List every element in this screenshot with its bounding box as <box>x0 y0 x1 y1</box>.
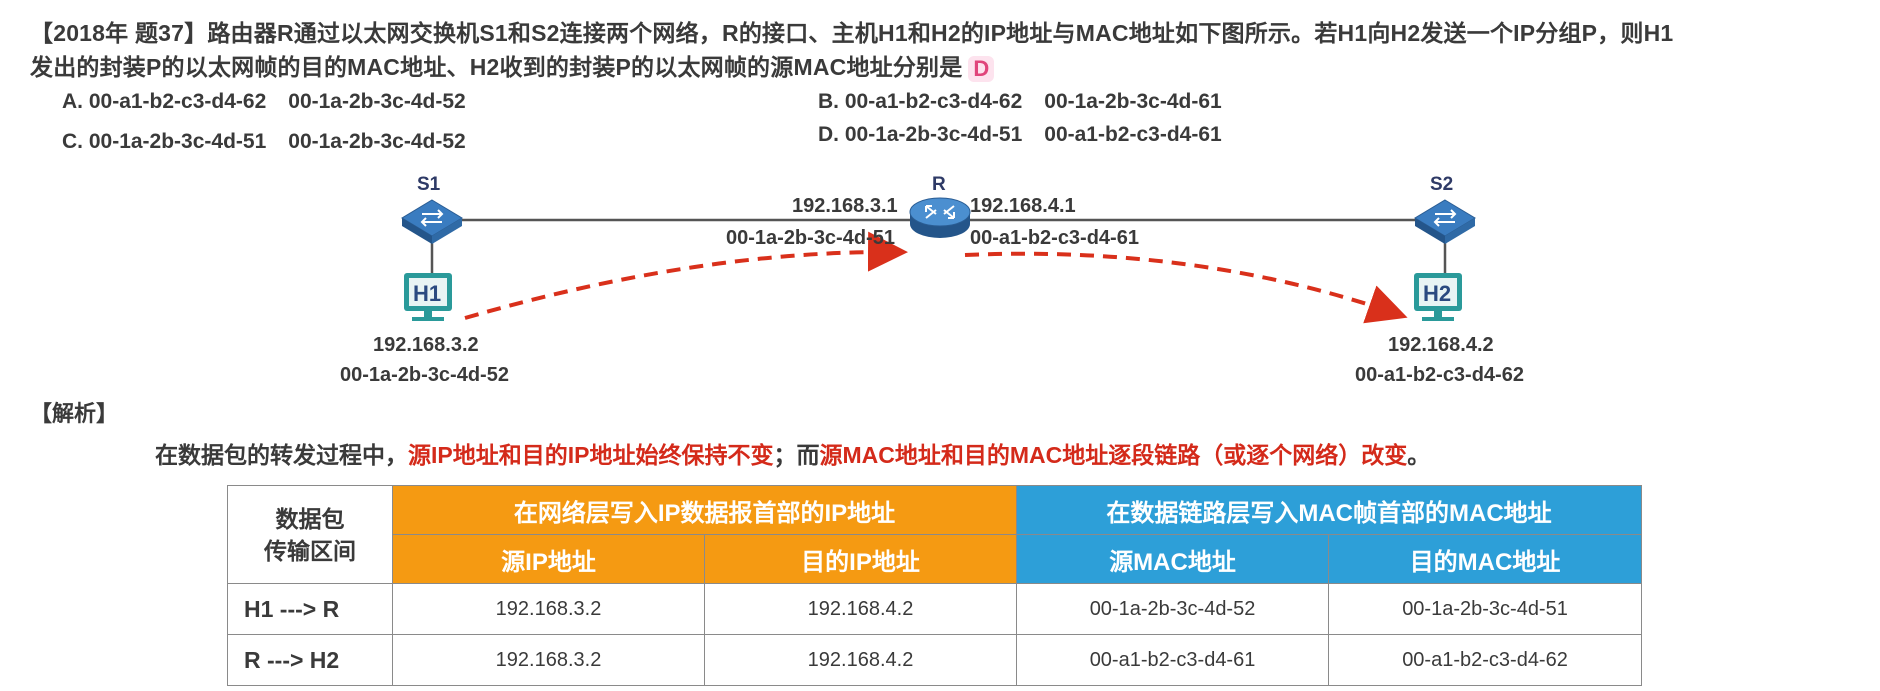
table-header-src-mac: 源MAC地址 <box>1016 534 1330 584</box>
table-row: H1 ---> R 192.168.3.2 192.168.4.2 00-1a-… <box>227 583 1643 635</box>
option-a[interactable]: A. 00-a1-b2-c3-d4-62 00-1a-2b-3c-4d-52 <box>62 90 466 114</box>
switch-s2-label: S2 <box>1430 174 1454 195</box>
router-r-icon <box>909 197 971 238</box>
analysis-mid: ；而 <box>773 442 820 468</box>
analysis-text: 在数据包的转发过程中，源IP地址和目的IP地址始终保持不变；而源MAC地址和目的… <box>155 436 1430 470</box>
option-c-letter: C. <box>62 130 83 153</box>
arrow-h1-to-r <box>464 231 908 320</box>
table-header-ip-group: 在网络层写入IP数据报首部的IP地址 <box>391 485 1018 535</box>
answer-badge: D <box>968 55 995 82</box>
row-dst-mac: 00-1a-2b-3c-4d-51 <box>1328 583 1643 635</box>
option-c-value-1: 00-1a-2b-3c-4d-51 <box>88 130 267 153</box>
row-src-ip: 192.168.3.2 <box>392 583 705 635</box>
option-d[interactable]: D. 00-1a-2b-3c-4d-51 00-a1-b2-c3-d4-61 <box>818 123 1222 147</box>
table-corner-text: 数据包 传输区间 <box>264 505 356 564</box>
switch-s1-label: S1 <box>417 174 441 195</box>
analysis-heading: 【解析】 <box>30 401 119 426</box>
host-h1-label: H1 <box>413 281 442 306</box>
table-header-src-ip: 源IP地址 <box>392 534 705 584</box>
question-line-2-text: 发出的封装P的以太网帧的目的MAC地址、H2收到的封装P的以太网帧的源MAC地址… <box>30 54 963 80</box>
router-left-mac: 00-1a-2b-3c-4d-51 <box>726 227 895 249</box>
router-right-ip: 192.168.4.1 <box>970 195 1076 217</box>
row-dst-mac: 00-a1-b2-c3-d4-62 <box>1328 634 1643 686</box>
switch-s1-icon <box>401 199 463 244</box>
option-b[interactable]: B. 00-a1-b2-c3-d4-62 00-1a-2b-3c-4d-61 <box>818 90 1222 114</box>
host-h2-label: H2 <box>1423 281 1452 306</box>
table-header-dst-mac: 目的MAC地址 <box>1328 534 1643 584</box>
option-d-value-2: 00-a1-b2-c3-d4-61 <box>1044 123 1222 146</box>
table-corner-cell: 数据包 传输区间 <box>227 485 393 584</box>
address-table: 数据包 传输区间 在网络层写入IP数据报首部的IP地址 在数据链路层写入MAC帧… <box>227 485 1643 686</box>
row-src-mac: 00-1a-2b-3c-4d-52 <box>1016 583 1330 635</box>
host-h1-icon <box>404 273 452 321</box>
option-c-value-2: 00-1a-2b-3c-4d-52 <box>288 130 466 153</box>
router-right-mac: 00-a1-b2-c3-d4-61 <box>970 227 1139 249</box>
option-b-value-2: 00-1a-2b-3c-4d-61 <box>1044 90 1222 113</box>
row-src-mac: 00-a1-b2-c3-d4-61 <box>1016 634 1330 686</box>
row-dst-ip: 192.168.4.2 <box>703 634 1018 686</box>
option-b-value-1: 00-a1-b2-c3-d4-62 <box>844 90 1023 113</box>
host-h2-mac: 00-a1-b2-c3-d4-62 <box>1355 364 1524 386</box>
analysis-suffix: 。 <box>1407 442 1431 468</box>
question-line-1: 【2018年 题37】路由器R通过以太网交换机S1和S2连接两个网络，R的接口、… <box>30 20 1674 46</box>
option-d-value-1: 00-1a-2b-3c-4d-51 <box>844 123 1023 146</box>
host-h2-icon <box>1414 273 1462 321</box>
host-h1-mac: 00-1a-2b-3c-4d-52 <box>340 364 509 386</box>
host-h2-ip: 192.168.4.2 <box>1388 334 1494 356</box>
table-row: R ---> H2 192.168.3.2 192.168.4.2 00-a1-… <box>227 634 1643 686</box>
row-dst-ip: 192.168.4.2 <box>703 583 1018 635</box>
row-src-ip: 192.168.3.2 <box>392 634 705 686</box>
network-diagram <box>401 197 1476 324</box>
router-left-ip: 192.168.3.1 <box>792 195 898 217</box>
analysis-red-1: 源IP地址和目的IP地址始终保持不变 <box>408 442 774 468</box>
analysis-red-2: 源MAC地址和目的MAC地址逐段链路（或逐个网络）改变 <box>819 442 1408 468</box>
row-label: R ---> H2 <box>227 634 393 686</box>
router-r-label: R <box>932 174 946 195</box>
option-c[interactable]: C. 00-1a-2b-3c-4d-51 00-1a-2b-3c-4d-52 <box>62 130 466 154</box>
host-h1-ip: 192.168.3.2 <box>373 334 479 356</box>
option-d-letter: D. <box>818 123 839 146</box>
option-b-letter: B. <box>818 90 839 113</box>
switch-s2-icon <box>1414 199 1476 244</box>
analysis-prefix: 在数据包的转发过程中， <box>155 442 408 468</box>
option-a-value-2: 00-1a-2b-3c-4d-52 <box>288 90 466 113</box>
arrow-r-to-h2 <box>964 251 1408 324</box>
table-header-mac-group: 在数据链路层写入MAC帧首部的MAC地址 <box>1016 485 1643 535</box>
table-header-dst-ip: 目的IP地址 <box>703 534 1018 584</box>
row-label: H1 ---> R <box>227 583 393 635</box>
option-a-letter: A. <box>62 90 83 113</box>
question-line-2: 发出的封装P的以太网帧的目的MAC地址、H2收到的封装P的以太网帧的源MAC地址… <box>30 48 995 82</box>
option-a-value-1: 00-a1-b2-c3-d4-62 <box>88 90 267 113</box>
